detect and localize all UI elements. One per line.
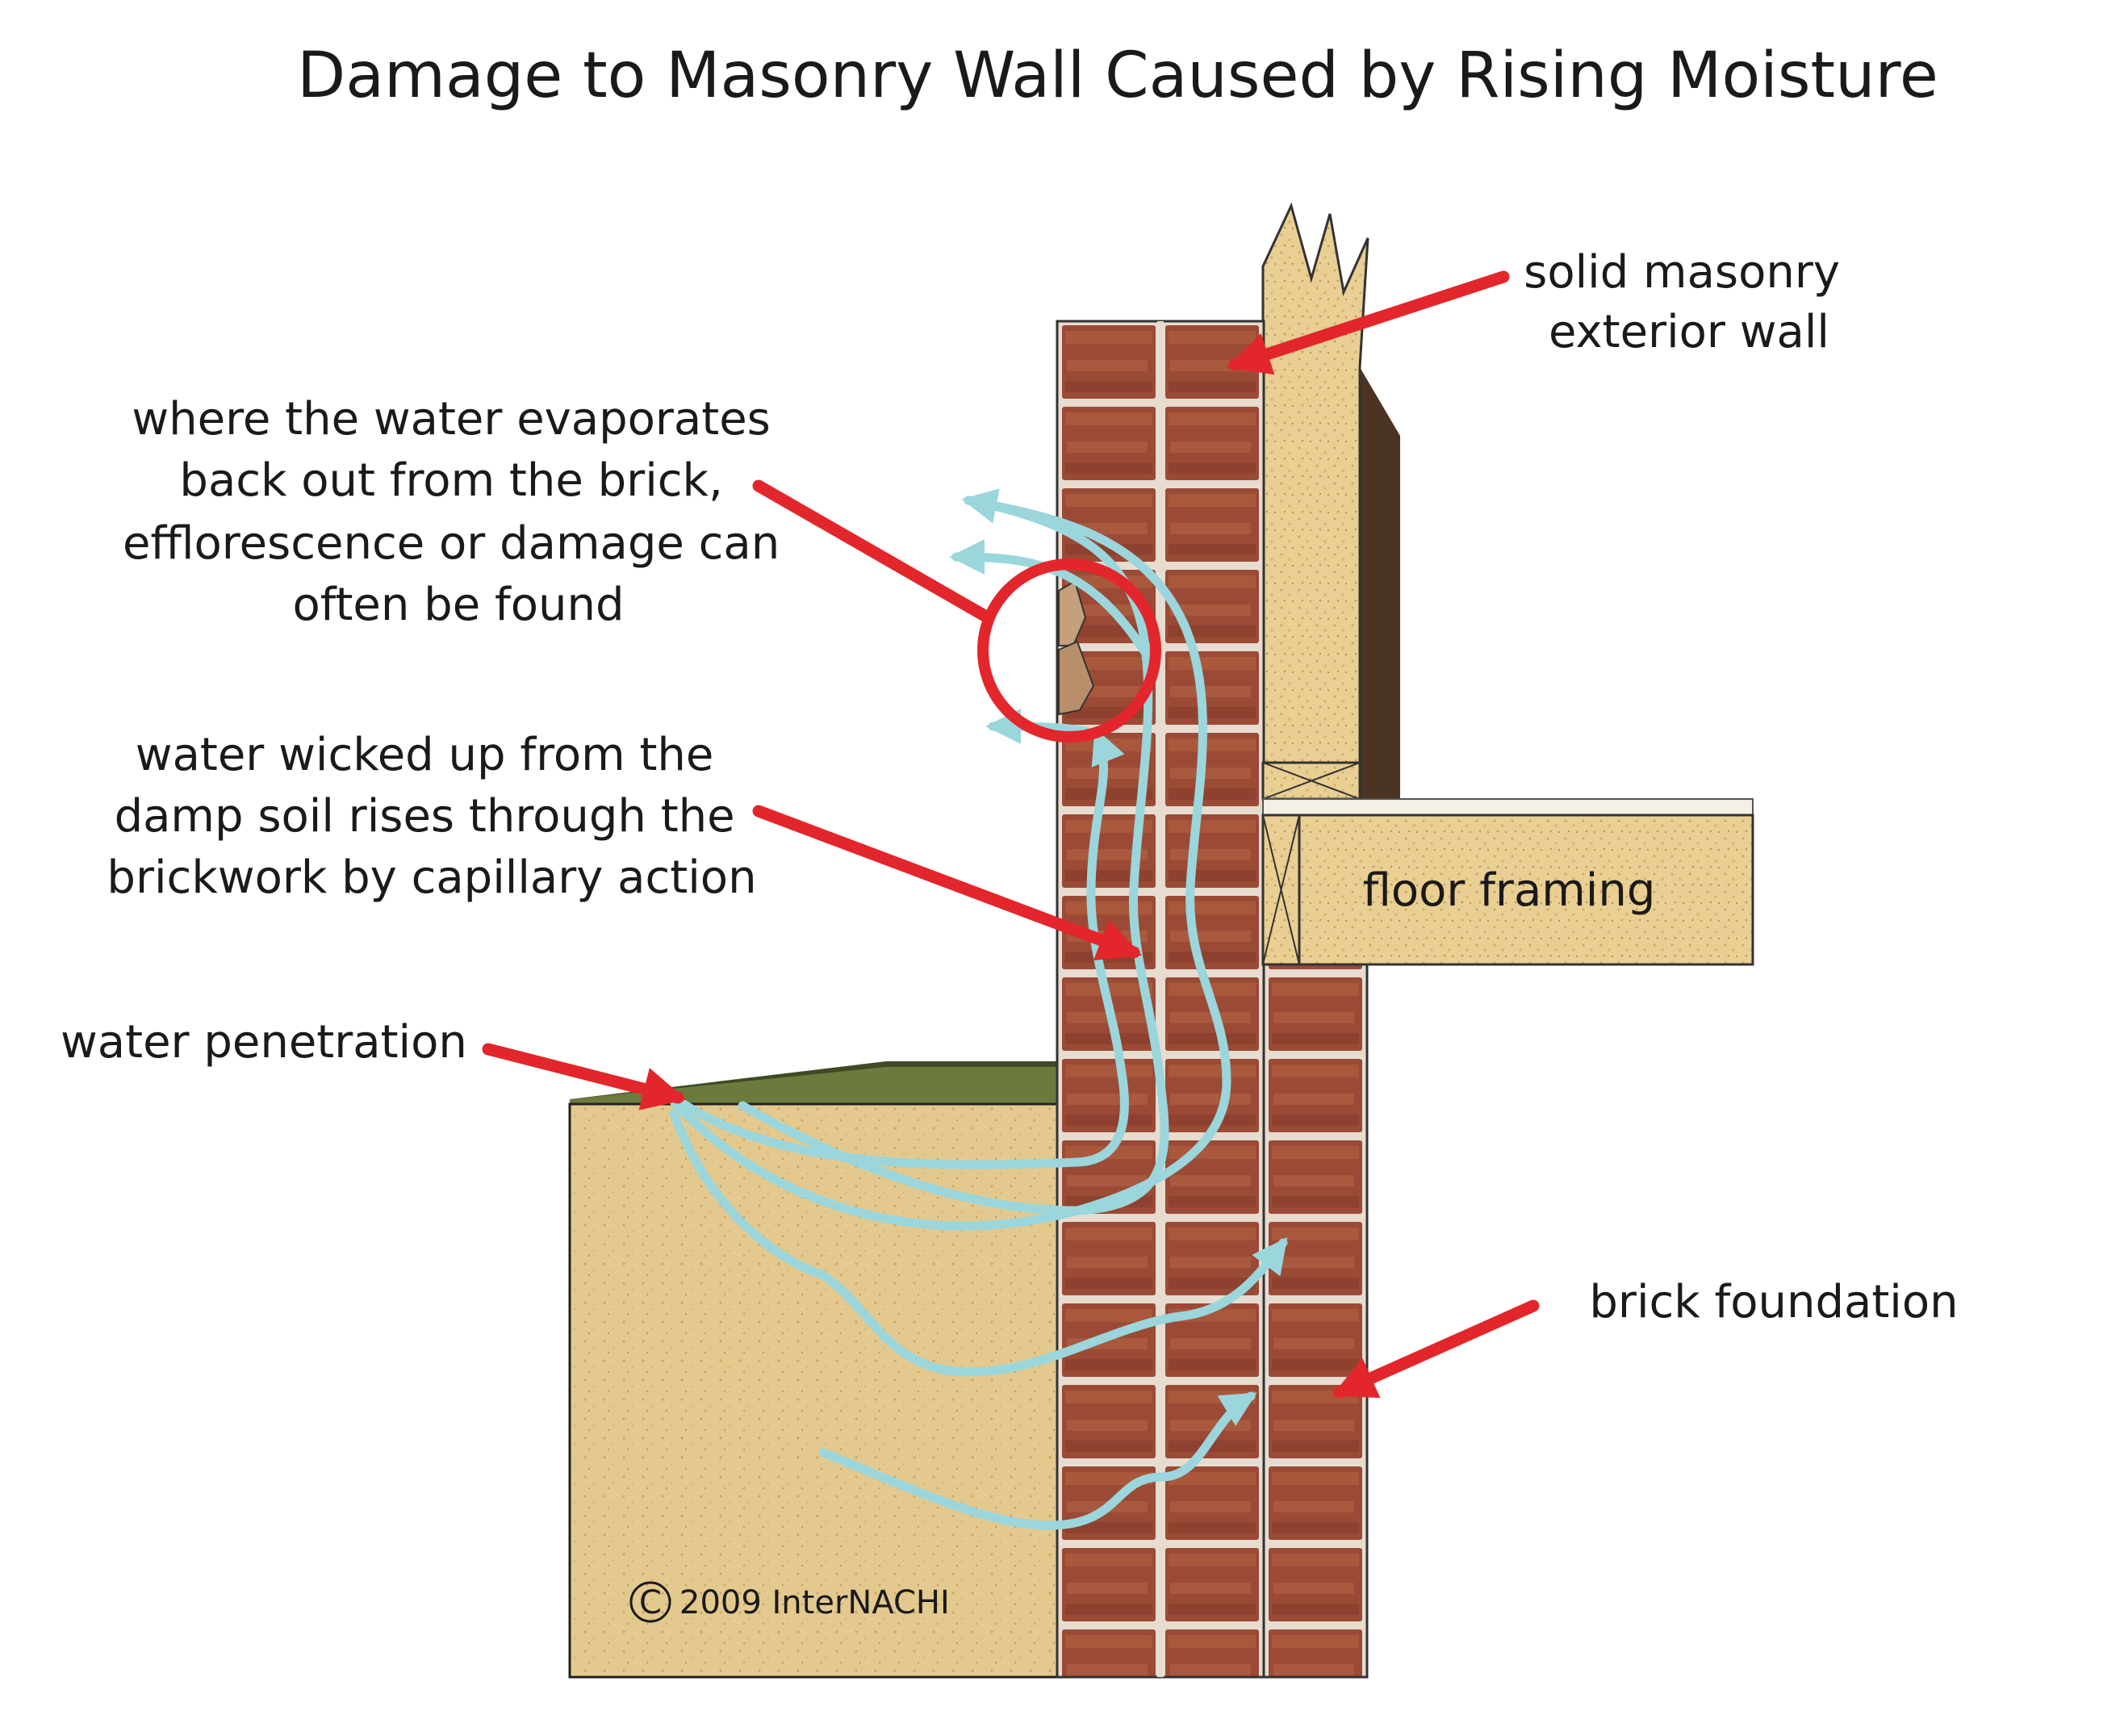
arrow-capillary [752, 805, 1143, 961]
water-flow-paths [669, 488, 1288, 1530]
label-penetration: water penetration [61, 1016, 467, 1069]
copyright-icon [629, 1581, 671, 1623]
sill-plate [1261, 761, 1361, 801]
damage-highlight-circle [977, 558, 1161, 743]
floor-framing [1261, 798, 1754, 966]
callout-arrows [482, 270, 1540, 1399]
arrow-masonry-wall [1226, 270, 1510, 375]
copyright-credit: C 2009 InterNACHI [629, 1581, 950, 1623]
copyright-text: 2009 InterNACHI [679, 1584, 950, 1621]
label-masonry-wall: solid masonry exterior wall [1524, 246, 1854, 358]
wall-sheathing [1261, 202, 1369, 801]
spalled-brick [1058, 579, 1095, 716]
label-floor-framing: floor framing [1363, 864, 1656, 917]
wall-side-face [1360, 367, 1400, 799]
brick-foundation-inner [1262, 963, 1369, 1679]
label-capillary: water wicked up from the damp soil rises… [107, 729, 756, 904]
copyright-symbol: C [639, 1584, 662, 1621]
arrow-brick-foundation [1332, 1299, 1540, 1399]
label-evaporation: where the water evaporates back out from… [123, 393, 794, 631]
arrow-evaporation [752, 479, 993, 623]
diagram-title: Damage to Masonry Wall Caused by Rising … [297, 40, 1938, 112]
arrow-penetration [482, 1043, 687, 1111]
label-brick-foundation: brick foundation [1589, 1276, 1958, 1328]
